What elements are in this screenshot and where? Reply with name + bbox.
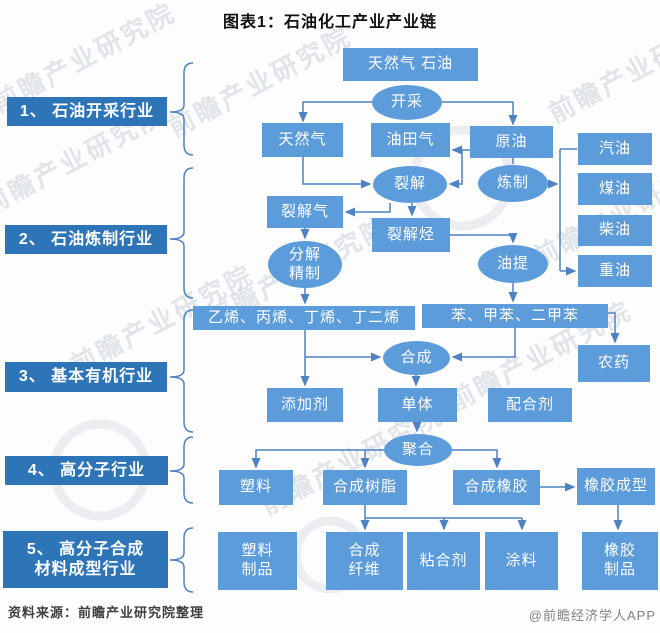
flow-connector [251,449,384,469]
coating-box: 涂料 [485,532,558,590]
synthetic-fiber-box: 合成 纤维 [326,532,403,590]
industry-label-1: 1、 石油开采行业 [7,97,167,126]
figure-title: 图表1：石油化工产业产业链 [223,14,437,31]
heavy-oil-box: 重油 [578,255,652,287]
compounding-agent-box: 配合剂 [488,388,572,422]
oilfield-gas-box: 油田气 [371,123,450,157]
crude-oil-box: 原油 [470,126,553,158]
kerosene-box: 煤油 [578,173,652,205]
flow-connector [608,312,620,344]
brand-note: @前瞻经济学人APP [528,608,656,623]
feedstock-box: 天然气 石油 [343,48,478,81]
monomer-box: 单体 [378,388,457,422]
pesticide-box: 农药 [578,345,650,382]
olefins-box: 乙烯、丙烯、丁烯、丁二烯 [193,306,415,330]
additive-box: 添加剂 [267,388,343,422]
cracking-ellipse: 裂解 [373,166,447,203]
synthetic-rubber-box: 合成橡胶 [453,470,540,505]
gasoline-box: 汽油 [578,133,652,165]
extraction-ellipse: 开采 [372,85,442,120]
rubber-products-box: 橡胶 制品 [582,532,658,590]
polymerization-ellipse: 聚合 [384,434,452,466]
flow-connector [344,203,391,217]
decompose-refine-ellipse: 分解 精制 [268,241,342,288]
cracked-hydrocarbon-box: 裂解烃 [372,218,450,252]
flow-connector [451,328,516,362]
plastics-box: 塑料 [219,470,293,505]
cracked-gas-box: 裂解气 [267,196,343,228]
industry-label-2: 2、 石油炼制行业 [5,225,167,254]
source-note: 资料来源：前瞻产业研究院整理 [8,605,205,620]
section-brace [169,436,194,504]
industry-label-4: 4、 高分子行业 [5,456,168,485]
section-brace [169,167,194,299]
refining-ellipse: 炼制 [478,165,548,202]
natural-gas-box: 天然气 [262,123,343,157]
flow-connector [442,101,518,126]
adhesive-box: 粘合剂 [407,532,480,590]
rubber-molding-box: 橡胶成型 [577,468,655,505]
plastic-products-box: 塑料 制品 [218,532,297,590]
section-brace [169,309,194,433]
section-brace [169,527,194,593]
aromatics-box: 苯、甲苯、二甲苯 [422,304,608,328]
diesel-box: 柴油 [578,215,652,246]
industry-label-3: 3、 基本有机行业 [5,362,167,392]
flow-connector [452,449,502,469]
flow-connector [302,157,372,189]
synthetic-resin-box: 合成树脂 [323,470,407,505]
flow-connector [448,150,463,189]
synthesis-ellipse: 合成 [383,341,450,375]
flow-connector [298,101,372,123]
industry-label-5: 5、 高分子合成 材料成型行业 [3,531,168,588]
section-brace [169,62,194,156]
oil-extract-ellipse: 油提 [478,245,548,283]
flow-connector [450,233,518,244]
